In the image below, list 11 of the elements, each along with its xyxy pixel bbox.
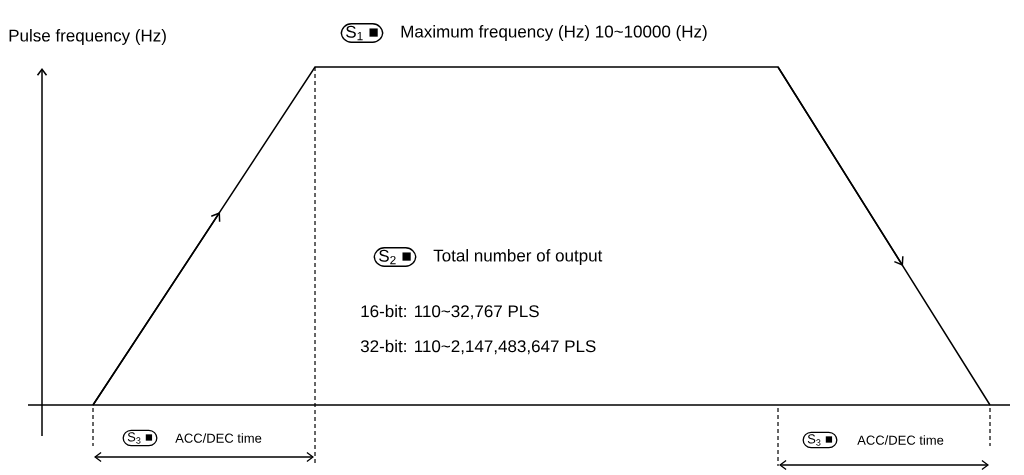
symbol-box: S$_{1}$ ■ [340,23,384,43]
caption-text: Total number of output [433,249,603,265]
symbol-box: S$_{3}$ ■ [122,429,158,447]
caption-text: Maximum frequency (Hz) 10~10000 (Hz) [401,25,707,41]
symbol-box: S$_{2}$ ■ [373,247,417,267]
caption-text: ACC/DEC time [857,435,944,445]
caption-text: ACC/DEC time [175,433,262,443]
label-text: 32-bit: 110~2,147,483,647 PLS [360,339,596,355]
symbol-box: S$_{3}$ ■ [802,431,838,449]
label-text: Pulse frequency (Hz) [9,29,166,45]
label-text: 16-bit: 110~32,767 PLS [361,304,539,320]
